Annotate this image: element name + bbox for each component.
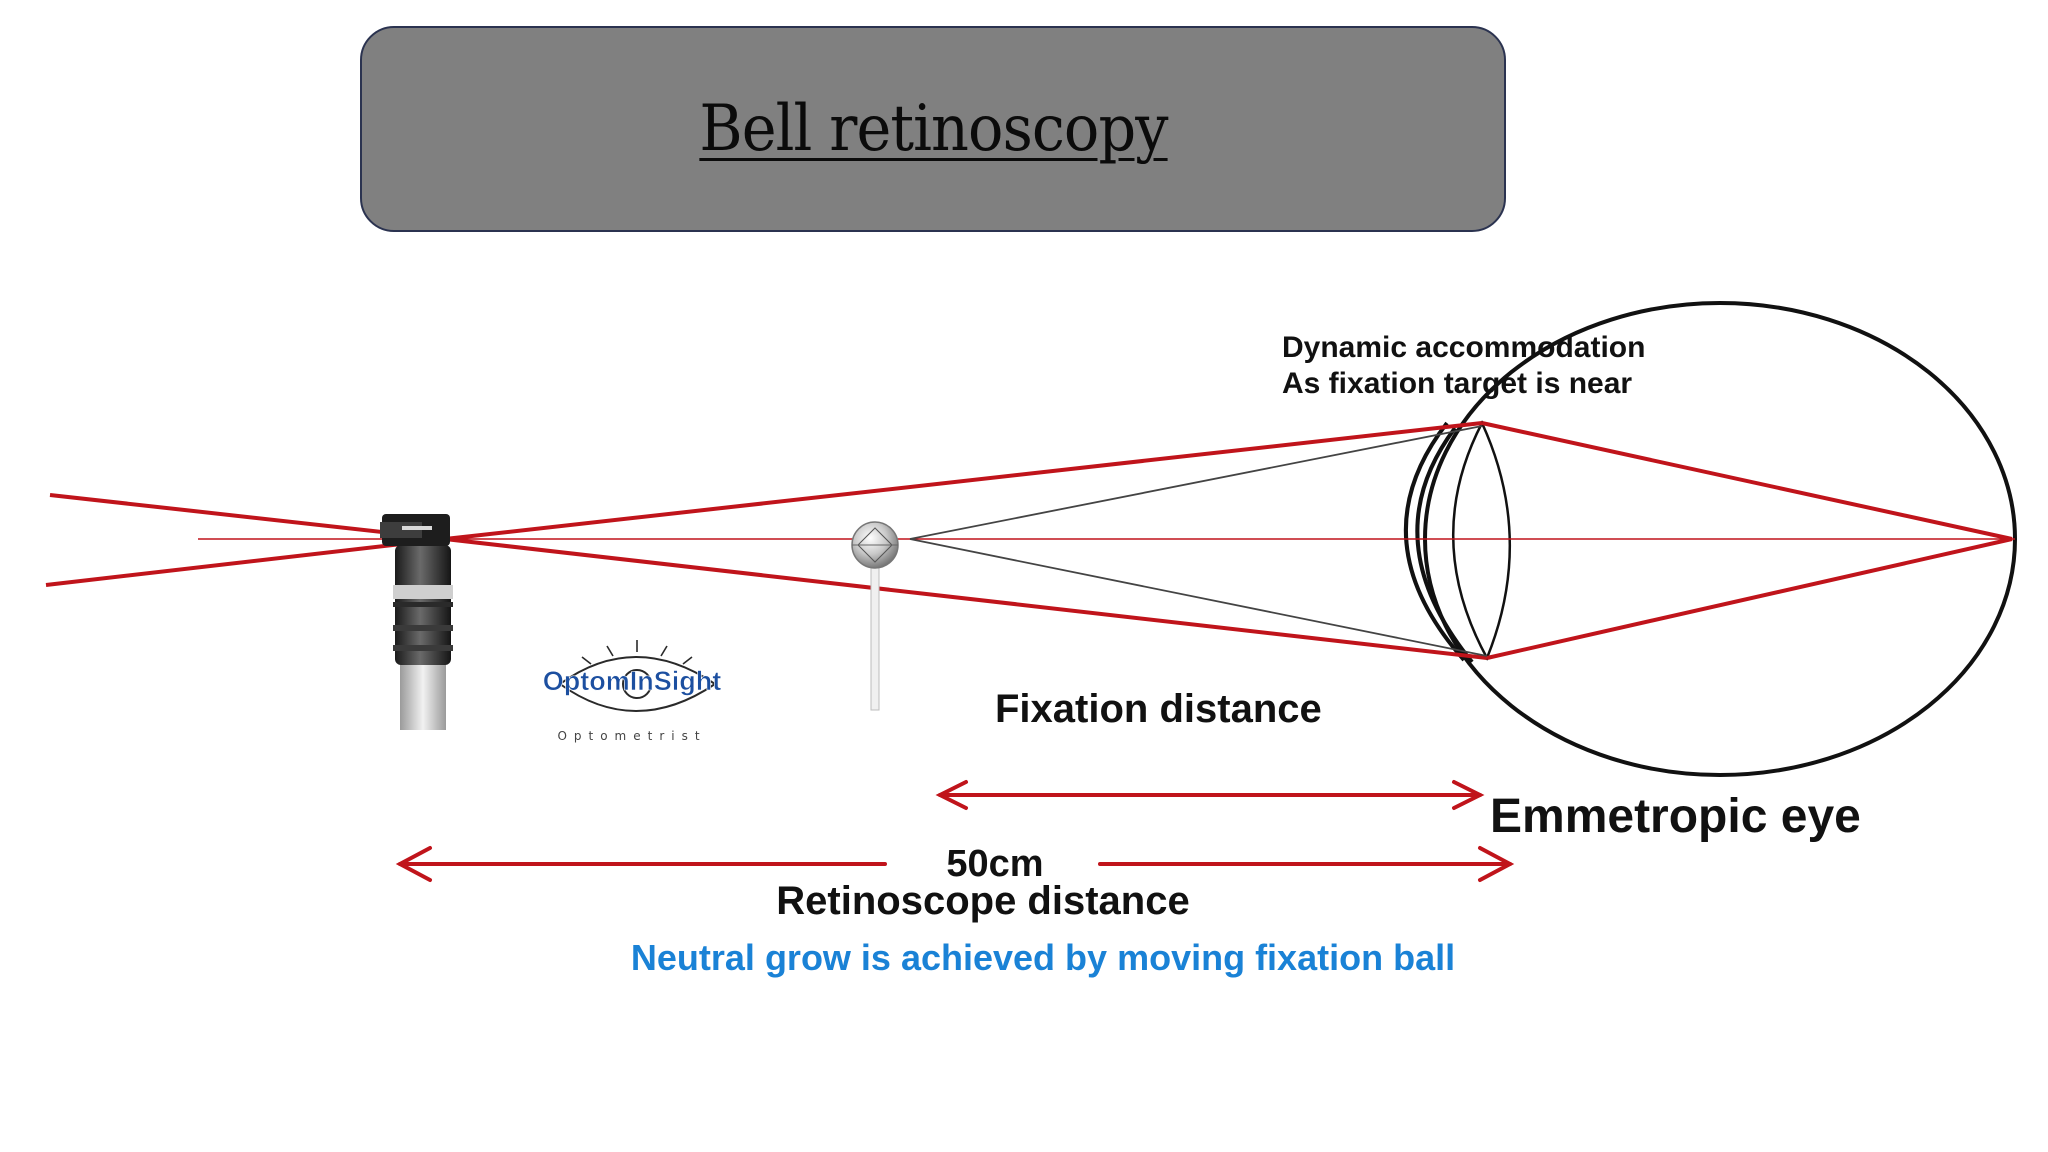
retinoscope-icon — [380, 514, 453, 730]
fixation-ray-bottom — [909, 538, 1488, 657]
retinoscope-distance-arrow — [395, 846, 1515, 882]
accommodation-label-line1: Dynamic accommodation — [1282, 331, 1645, 364]
slide-title: Bell retinoscopy — [698, 92, 1168, 166]
ray-left-upper — [49, 493, 446, 541]
accommodation-label-line2: As fixation target is near — [1282, 367, 1632, 400]
title-banner: Bell retinoscopy — [360, 26, 1506, 232]
crystalline-lens — [1452, 420, 1511, 661]
cornea-arc — [1403, 421, 1466, 662]
logo-subtitle: Optometrist — [557, 729, 706, 743]
fixation-distance-arrow — [935, 780, 1485, 810]
ray-lens-top-to-retina — [1481, 421, 2013, 541]
fixation-ray-top — [909, 425, 1483, 540]
ray-to-lens-top — [444, 421, 1483, 541]
ray-lens-bottom-to-retina — [1486, 537, 2013, 660]
fixation-distance-label: Fixation distance — [995, 687, 1322, 731]
retinoscope-distance-label: Retinoscope distance — [776, 879, 1189, 923]
ray-left-lower — [45, 537, 446, 587]
distance-value-label: 50cm — [946, 843, 1043, 885]
cornea-arc-inner — [1415, 426, 1474, 664]
emmetropic-eye-label: Emmetropic eye — [1490, 790, 1861, 843]
logo-name: OptomInSight — [543, 666, 721, 696]
fixation-ball-icon — [851, 521, 899, 711]
optominsight-logo: OptomInSight Optometrist — [542, 640, 722, 743]
ray-to-lens-bottom — [444, 537, 1488, 660]
neutral-note: Neutral grow is achieved by moving fixat… — [631, 937, 1455, 978]
